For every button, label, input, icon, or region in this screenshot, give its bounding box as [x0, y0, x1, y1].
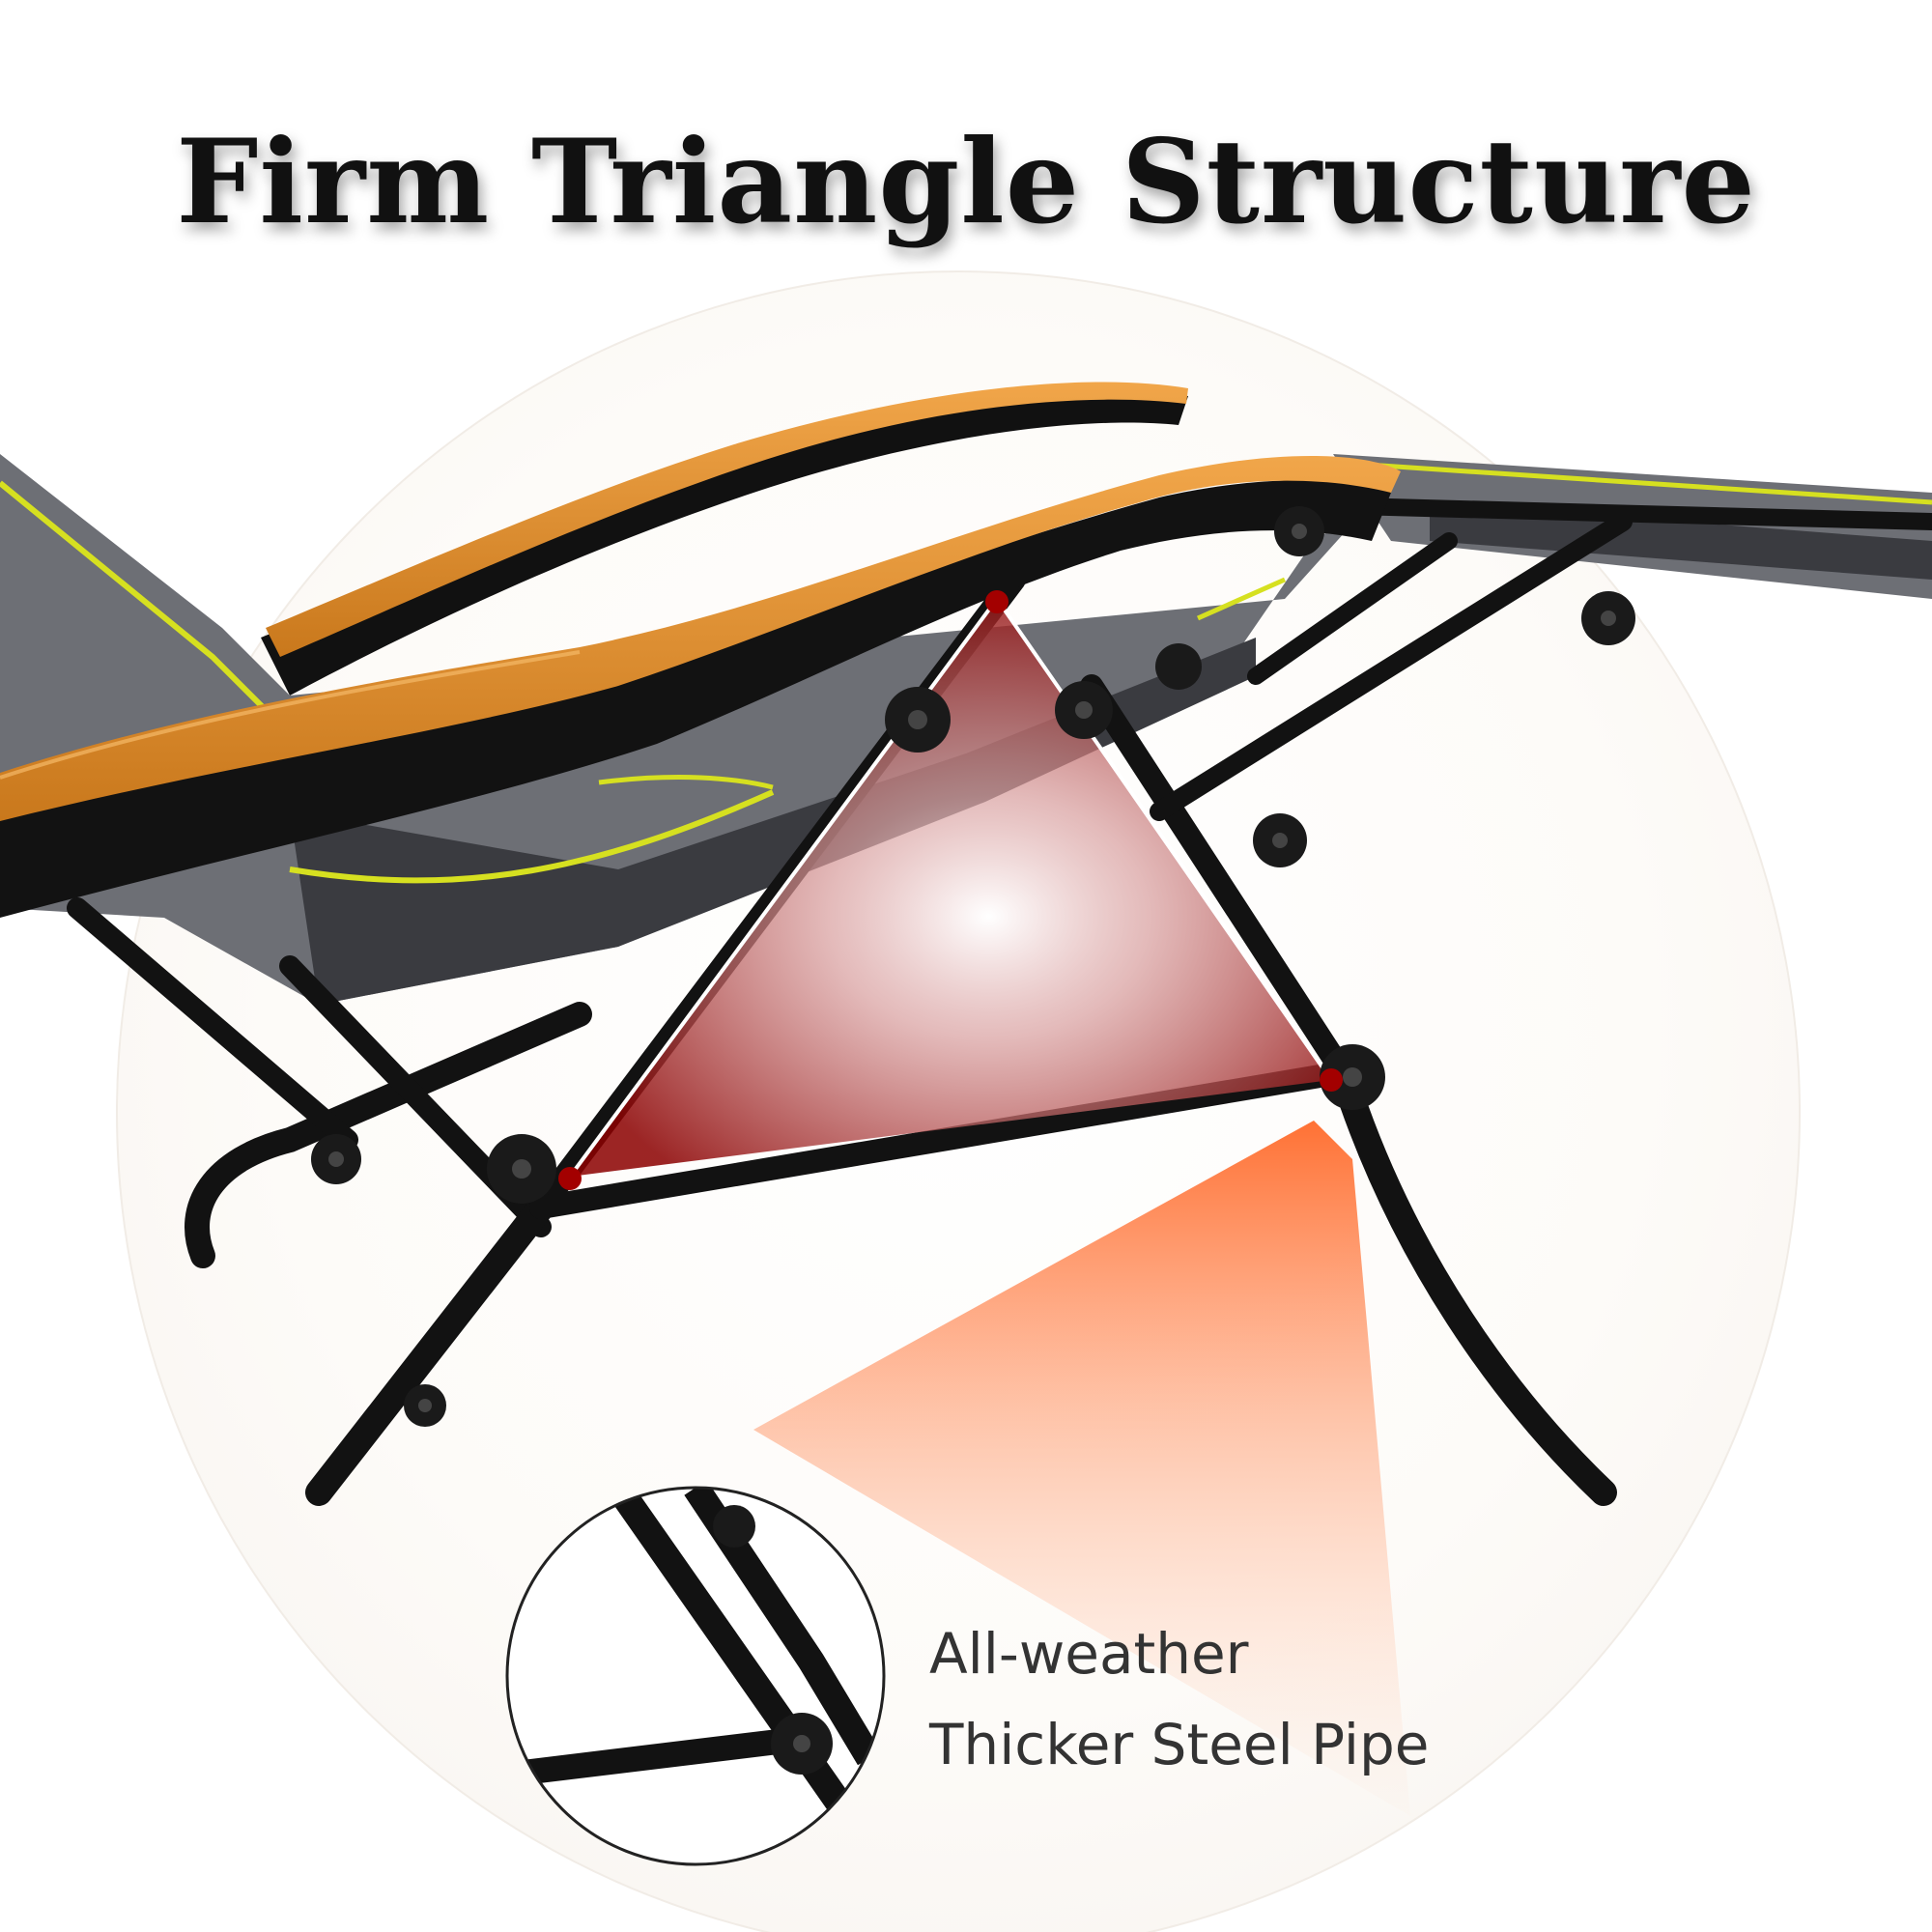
inset-caption-line-1: All-weather	[929, 1621, 1249, 1687]
near-armrest	[0, 455, 1401, 918]
triangle-nodes	[558, 590, 1343, 1190]
inset-detail-circle	[505, 1486, 886, 1866]
frame-joints	[311, 506, 1635, 1427]
far-armrest	[261, 382, 1188, 696]
triangle-overlay	[570, 599, 1331, 1177]
footrest	[1333, 454, 1932, 599]
inset-caption-line-2: Thicker Steel Pipe	[929, 1712, 1430, 1777]
page-title: Firm Triangle Structure	[176, 114, 1756, 250]
highlight-beam	[753, 1121, 1410, 1816]
